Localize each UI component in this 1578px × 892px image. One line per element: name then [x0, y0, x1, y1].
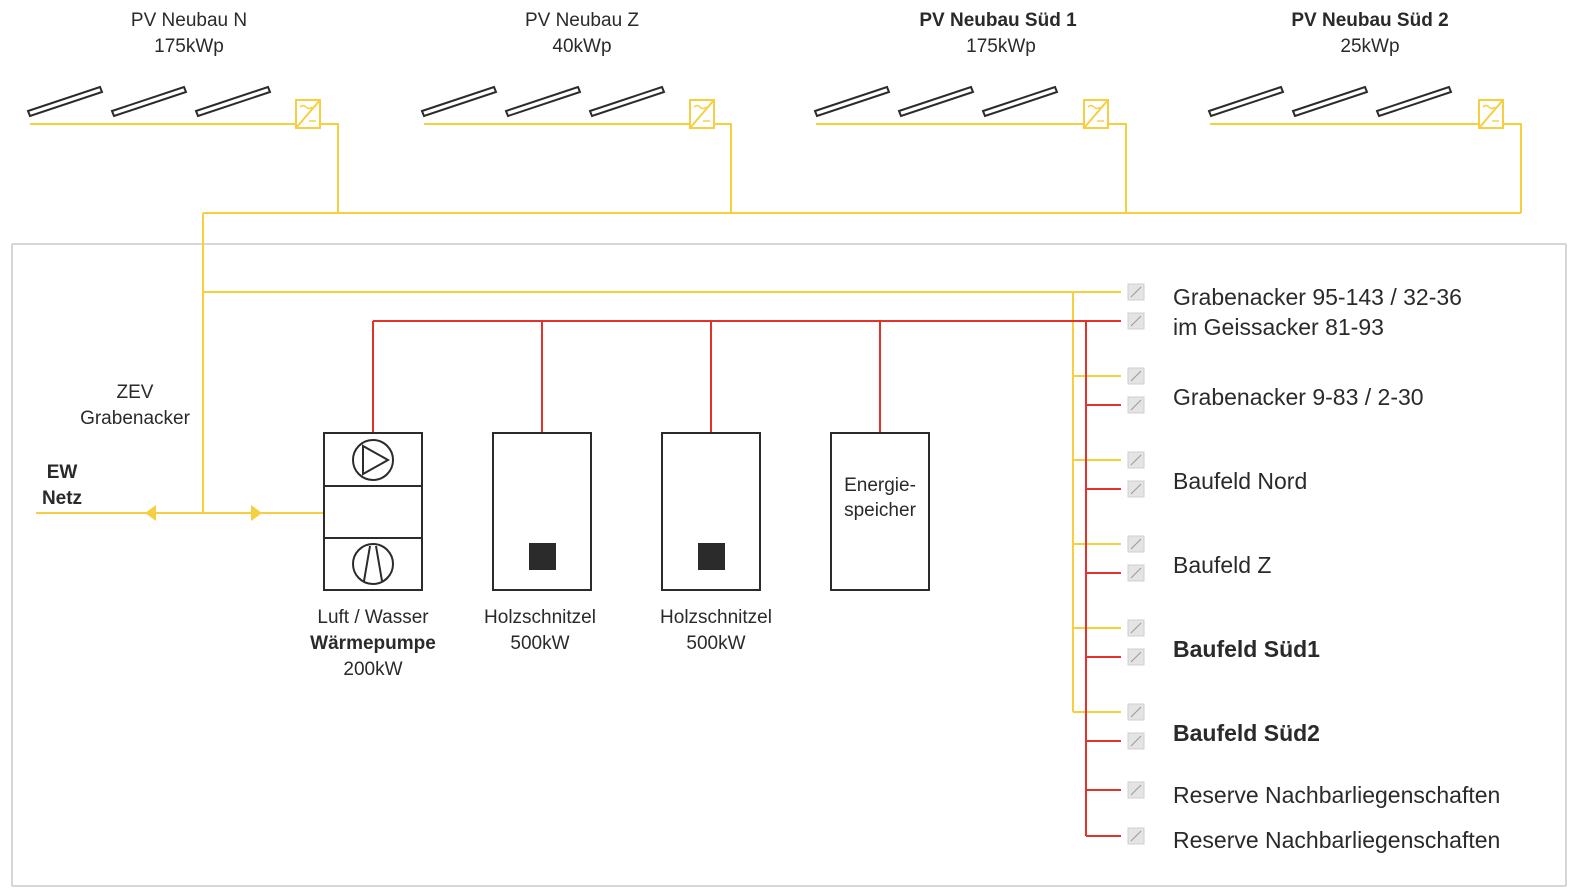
meter-icon — [1127, 732, 1145, 750]
inverter-icon — [1478, 99, 1504, 129]
solar-panel-icon — [1375, 85, 1453, 118]
zev-label: ZEV — [117, 382, 154, 403]
pv-wiring — [30, 123, 1522, 713]
boiler-unit-2 — [661, 432, 761, 591]
meter-icon — [1127, 312, 1145, 330]
solar-panel-icon — [813, 85, 891, 118]
pv-array-title: PV Neubau N — [131, 10, 247, 31]
solar-panel-icon — [588, 85, 666, 118]
inverter-icon — [295, 99, 321, 129]
consumer-label: im Geissacker 81-93 — [1173, 314, 1384, 340]
meter-icon — [1127, 827, 1145, 845]
meter-icon — [1127, 703, 1145, 721]
consumer-label: Reserve Nachbarliegenschaften — [1173, 827, 1500, 853]
inverters — [295, 99, 1504, 129]
consumer-label: Baufeld Süd1 — [1173, 636, 1320, 662]
pv-array-n-panels — [26, 85, 272, 118]
equipment-label: 200kW — [343, 659, 402, 680]
pv-array-title: PV Neubau Süd 2 — [1291, 10, 1448, 31]
pv-array-z-panels — [420, 85, 666, 118]
arrow-right-icon — [251, 505, 262, 521]
solar-panel-icon — [420, 85, 498, 118]
pv-array-title: PV Neubau Süd 1 — [919, 10, 1077, 31]
grid-arrows — [145, 505, 262, 521]
storage-label: speicher — [844, 500, 916, 521]
meter-icon — [1127, 480, 1145, 498]
solar-panel-icon — [1291, 85, 1369, 118]
grid-label: Netz — [42, 488, 82, 509]
solar-panel-icon — [194, 85, 272, 118]
boiler-unit-1 — [492, 432, 592, 591]
solar-panel-icon — [504, 85, 582, 118]
meter-icon — [1127, 451, 1145, 469]
solar-panel-icon — [897, 85, 975, 118]
pump-icon — [352, 439, 394, 481]
pv-array-power: 175kWp — [154, 36, 224, 57]
equipment-label: 500kW — [686, 633, 745, 654]
meter-icon — [1127, 283, 1145, 301]
inverter-icon — [689, 99, 715, 129]
burner-icon — [529, 543, 556, 570]
solar-panels — [26, 85, 1453, 118]
meter-icon — [1127, 564, 1145, 582]
heat-pump-unit — [323, 432, 423, 591]
meters — [1127, 283, 1145, 845]
burner-icon — [698, 543, 725, 570]
equipment-label: Holzschnitzel — [660, 607, 772, 628]
equipment-label: Wärmepumpe — [310, 633, 436, 654]
equipment-label: Holzschnitzel — [484, 607, 596, 628]
compressor-icon — [352, 543, 394, 585]
consumer-label: Grabenacker 95-143 / 32-36 — [1173, 284, 1462, 310]
pv-array-title: PV Neubau Z — [525, 10, 639, 31]
consumer-label: Baufeld Z — [1173, 552, 1271, 578]
meter-icon — [1127, 648, 1145, 666]
meter-icon — [1127, 367, 1145, 385]
solar-panel-icon — [1207, 85, 1285, 118]
inverter-icon — [1083, 99, 1109, 129]
consumer-label: Reserve Nachbarliegenschaften — [1173, 782, 1500, 808]
meter-icon — [1127, 781, 1145, 799]
consumer-label: Baufeld Süd2 — [1173, 720, 1320, 746]
consumer-label: Grabenacker 9-83 / 2-30 — [1173, 384, 1424, 410]
pv-array-power: 25kWp — [1340, 36, 1399, 57]
pv-array-power: 175kWp — [966, 36, 1036, 57]
heat-wiring — [372, 320, 1121, 837]
pv-array-power: 40kWp — [552, 36, 611, 57]
equipment-label: Luft / Wasser — [317, 607, 429, 628]
zev-label: Grabenacker — [80, 408, 191, 429]
arrow-left-icon — [145, 505, 156, 521]
storage-unit — [830, 432, 930, 591]
meter-icon — [1127, 619, 1145, 637]
solar-panel-icon — [981, 85, 1059, 118]
meter-icon — [1127, 396, 1145, 414]
solar-panel-icon — [26, 85, 104, 118]
grid-label: EW — [47, 462, 78, 483]
pv-array-sued1-panels — [813, 85, 1059, 118]
meter-icon — [1127, 535, 1145, 553]
storage-label: Energie- — [844, 475, 916, 496]
pv-array-sued2-panels — [1207, 85, 1453, 118]
equipment-label: 500kW — [510, 633, 569, 654]
consumer-label: Baufeld Nord — [1173, 468, 1307, 494]
site-frame — [11, 243, 1567, 887]
solar-panel-icon — [110, 85, 188, 118]
